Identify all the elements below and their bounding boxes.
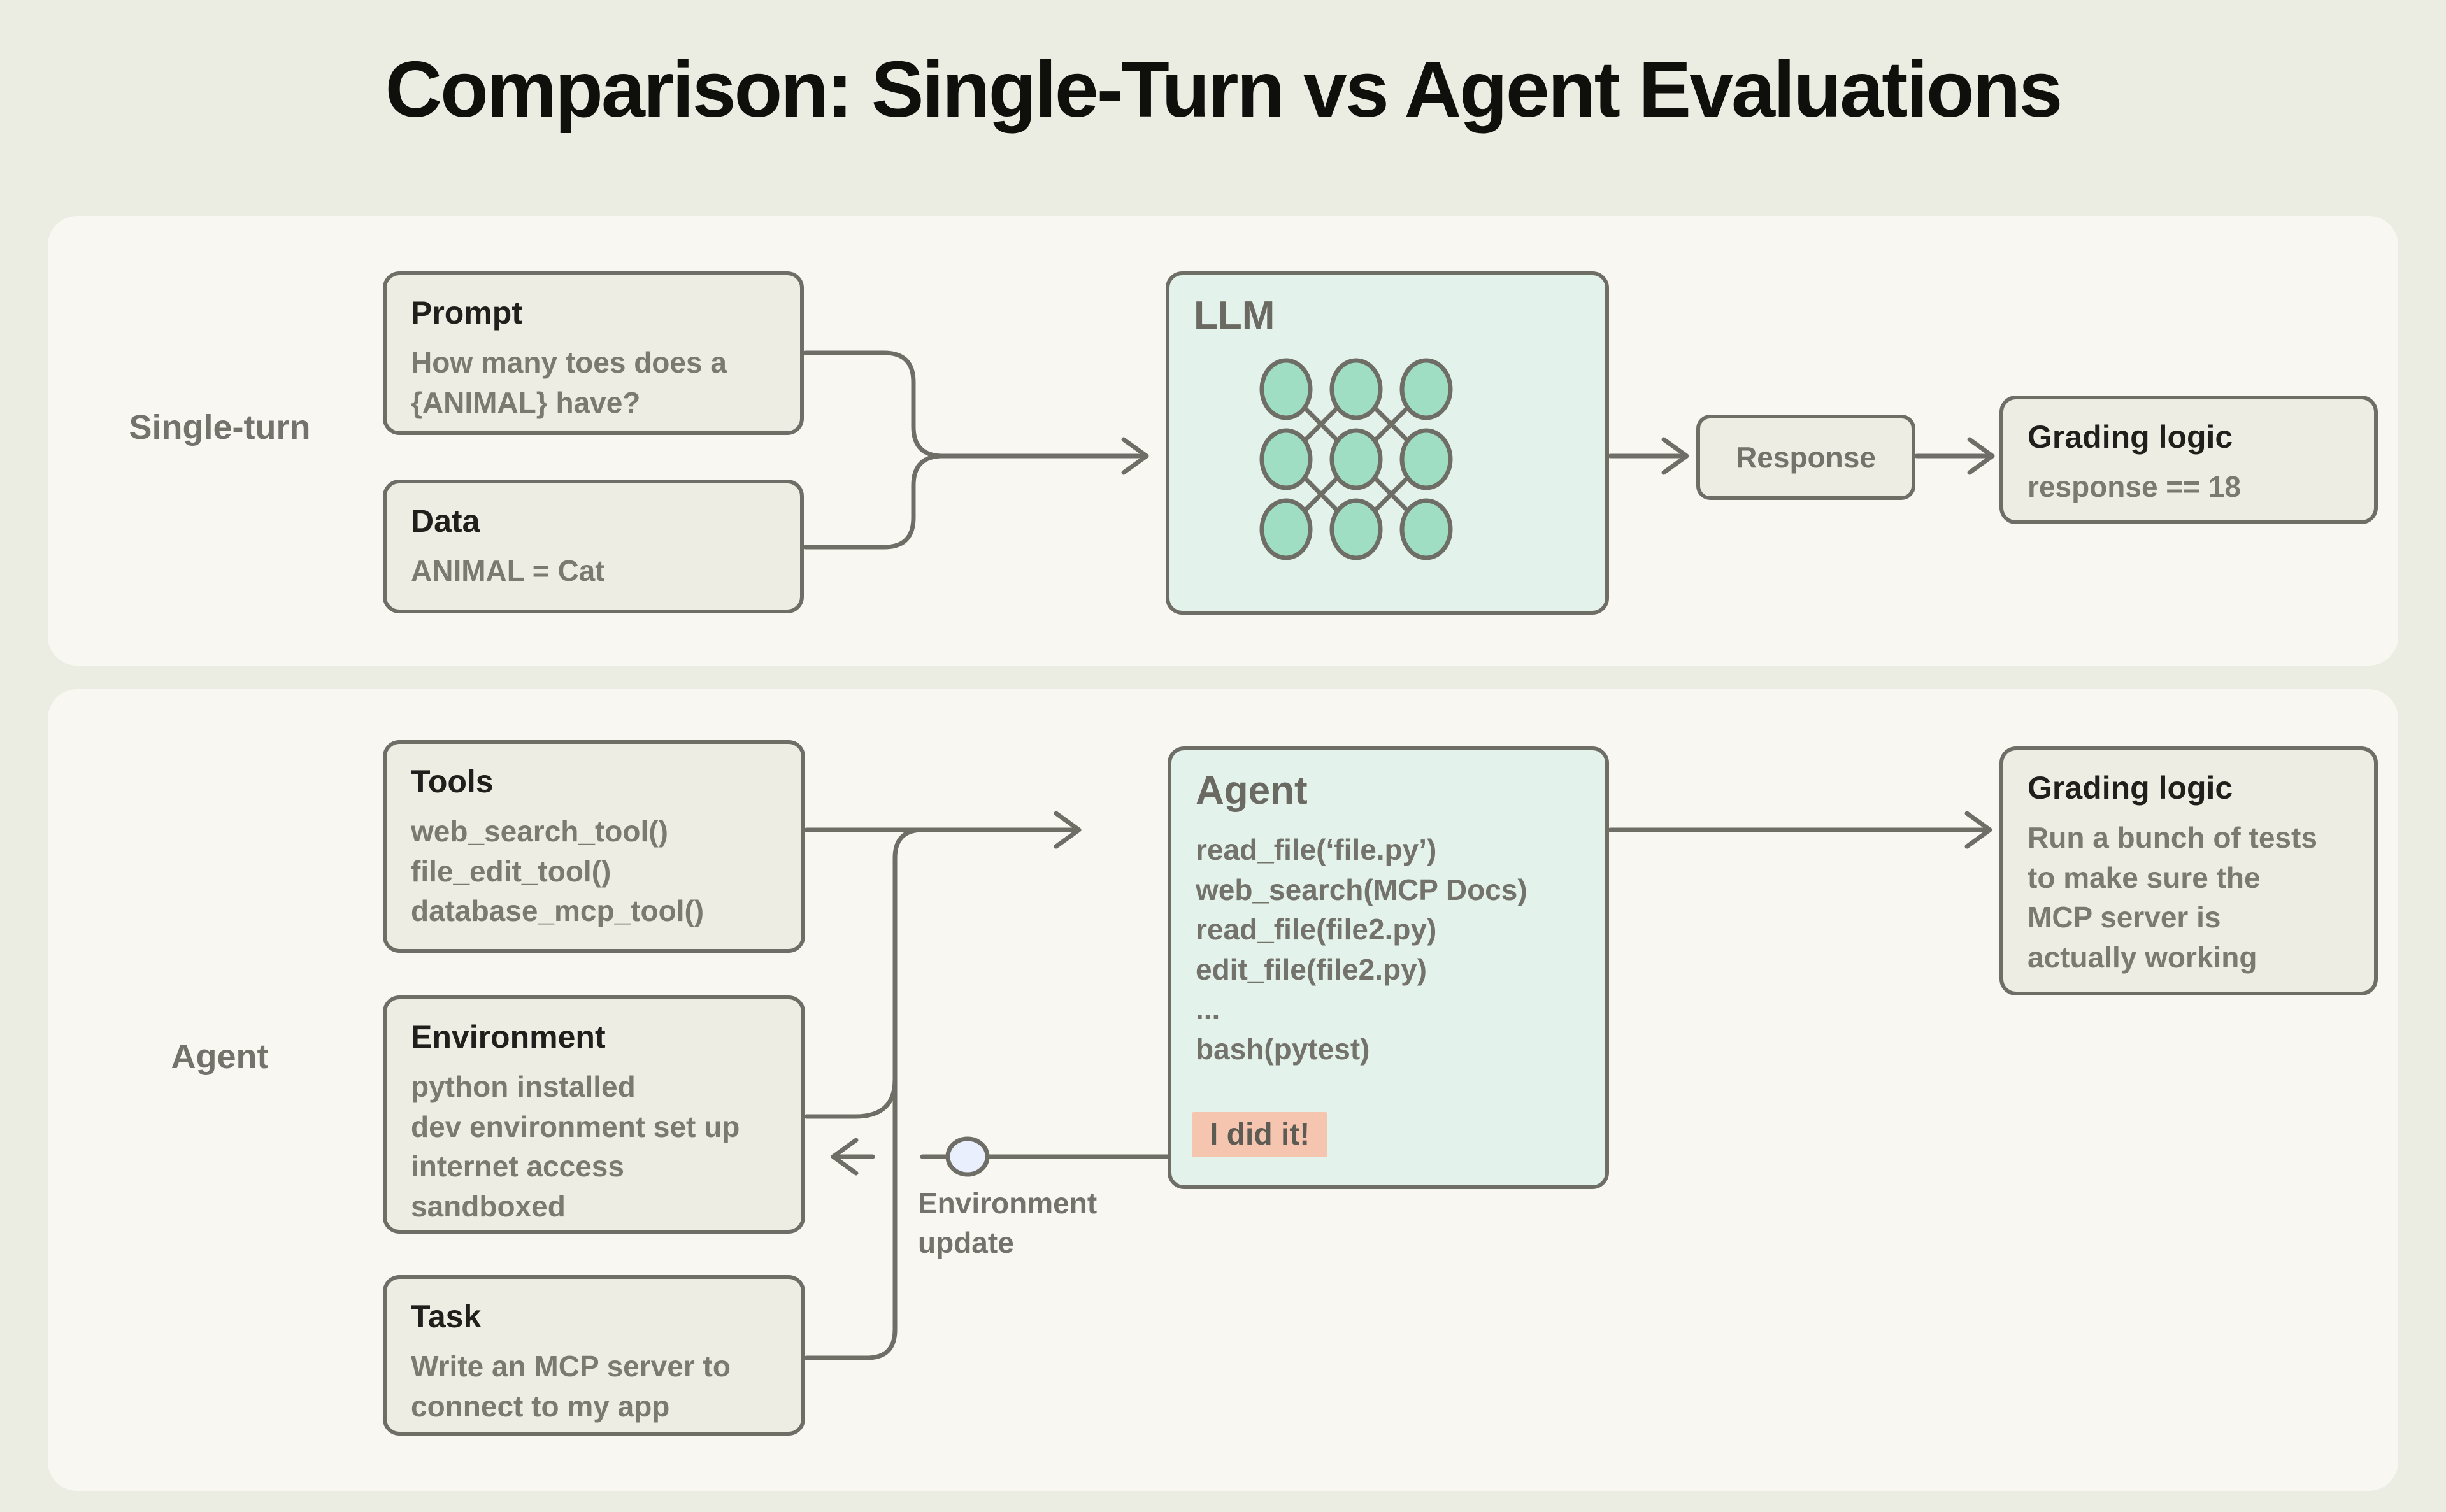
task-box-body: Write an MCP server to connect to my app — [411, 1350, 731, 1423]
success-badge: I did it! — [1192, 1112, 1328, 1157]
grading-logic-body: Run a bunch of tests to make sure the MC… — [2028, 821, 2317, 974]
page-title: Comparison: Single-Turn vs Agent Evaluat… — [385, 46, 2063, 134]
data-box-body: ANIMAL = Cat — [411, 554, 605, 587]
grading-logic-box-agent: Grading logic Run a bunch of tests to ma… — [1999, 746, 2378, 995]
environment-box: Environment python installed dev environ… — [383, 995, 805, 1234]
agent-box: Agent read_file(‘file.py’) web_search(MC… — [1168, 746, 1609, 1189]
tools-box-title: Tools — [411, 764, 494, 799]
task-box: Task Write an MCP server to connect to m… — [383, 1275, 805, 1436]
environment-box-title: Environment — [411, 1019, 606, 1055]
grading-logic-body: response == 18 — [2028, 470, 2241, 503]
data-box: Data ANIMAL = Cat — [383, 480, 804, 613]
response-box: Response — [1696, 415, 1915, 500]
neural-network-icon — [1259, 358, 1453, 560]
single-turn-row-label: Single-turn — [129, 408, 311, 446]
llm-box: LLM — [1166, 271, 1609, 615]
grading-logic-title: Grading logic — [2028, 419, 2233, 455]
agent-box-actions: read_file(‘file.py’) web_search(MCP Docs… — [1196, 833, 1527, 1066]
tools-box-body: web_search_tool() file_edit_tool() datab… — [411, 815, 704, 928]
environment-box-body: python installed dev environment set up … — [411, 1070, 740, 1223]
grading-logic-box-single-turn: Grading logic response == 18 — [1999, 396, 2378, 524]
tools-box: Tools web_search_tool() file_edit_tool()… — [383, 740, 805, 953]
agent-box-title: Agent — [1196, 769, 1308, 813]
prompt-box-body: How many toes does a {ANIMAL} have? — [411, 346, 727, 419]
task-box-title: Task — [411, 1299, 482, 1334]
llm-box-title: LLM — [1194, 294, 1275, 338]
grading-logic-title: Grading logic — [2028, 770, 2233, 806]
prompt-box-title: Prompt — [411, 295, 522, 331]
agent-row-label: Agent — [171, 1038, 269, 1076]
prompt-box: Prompt How many toes does a {ANIMAL} hav… — [383, 271, 804, 435]
data-box-title: Data — [411, 503, 480, 539]
environment-update-label: Environment update — [918, 1187, 1098, 1260]
response-box-label: Response — [1736, 441, 1876, 474]
